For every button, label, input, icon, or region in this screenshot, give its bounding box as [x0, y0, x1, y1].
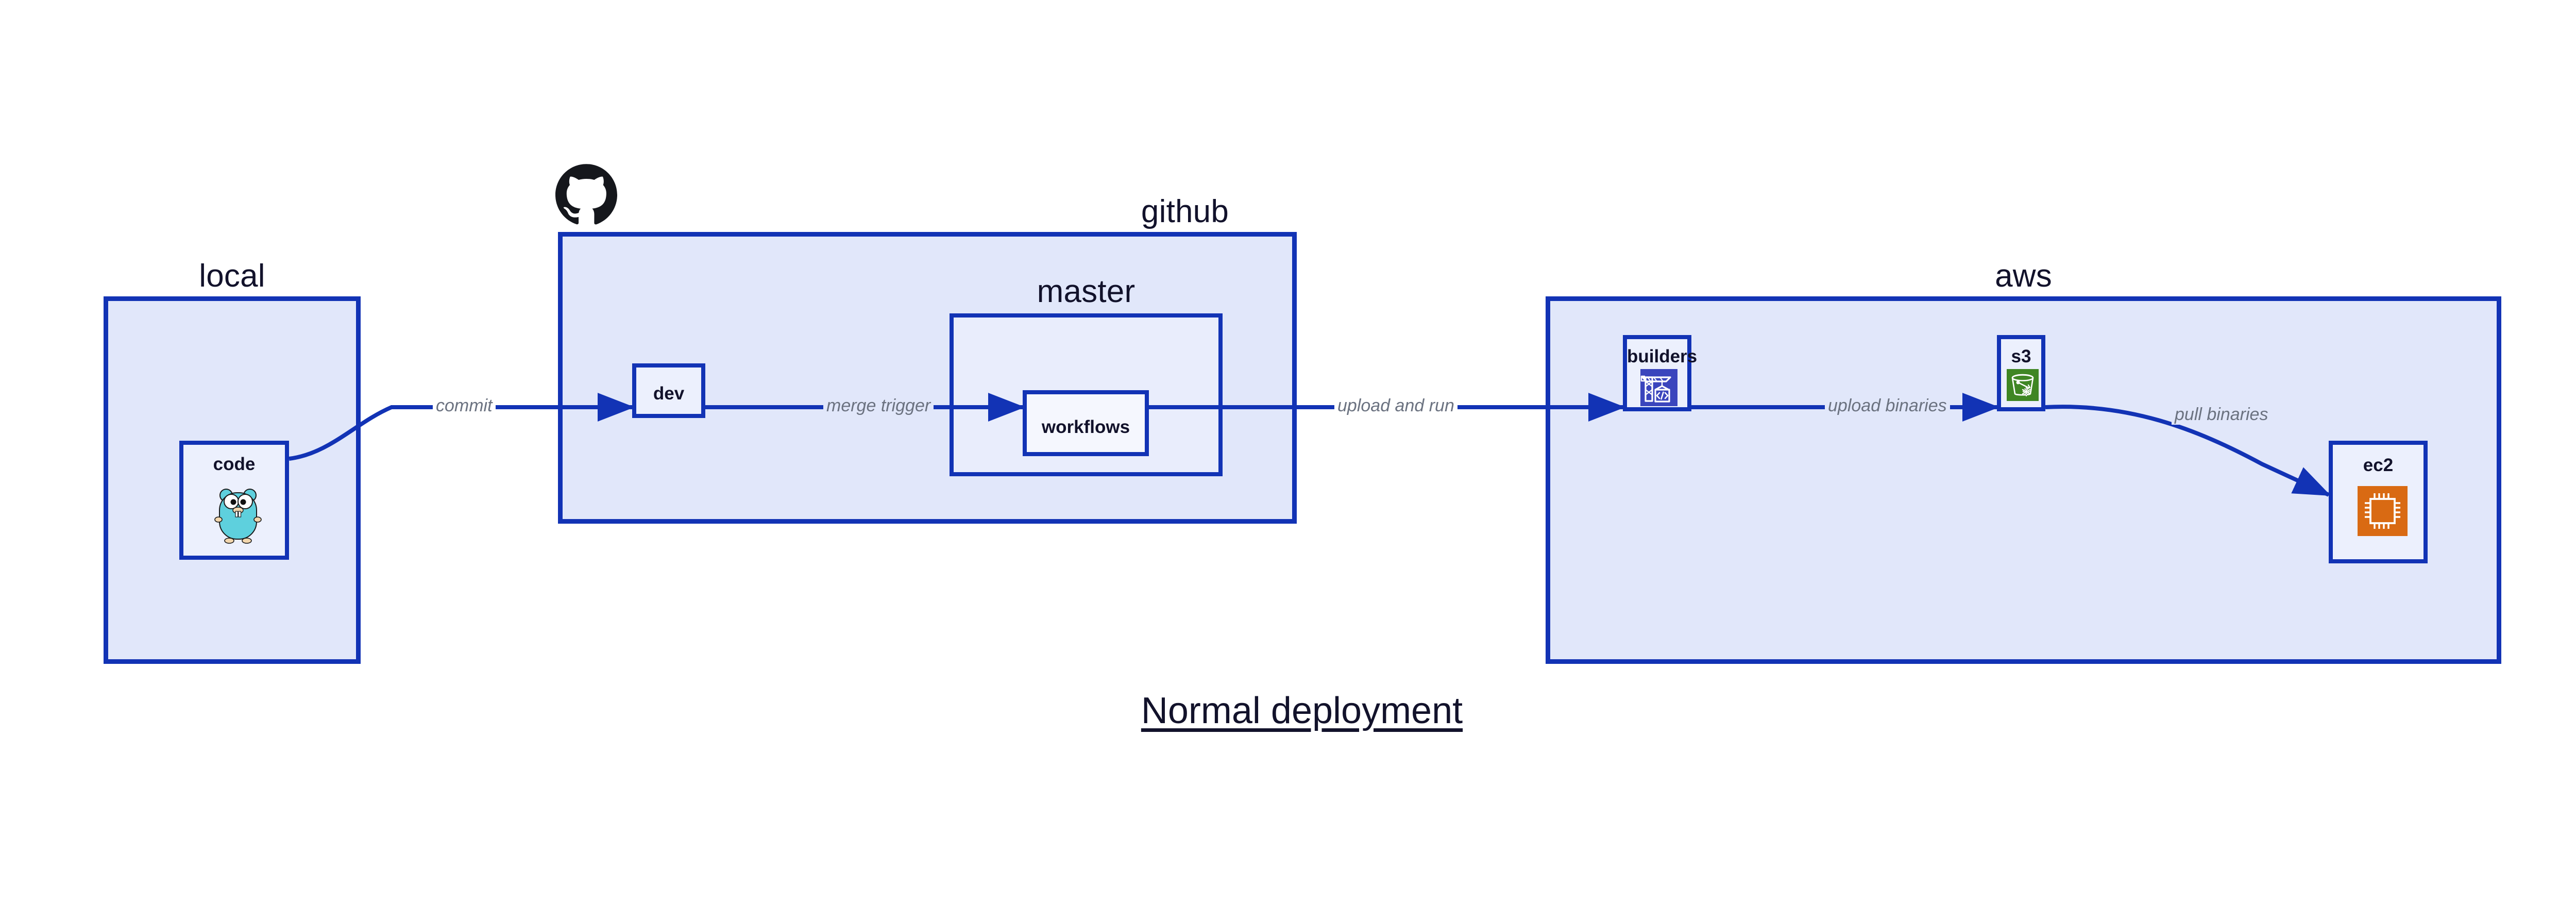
edge-label-upload-binaries: upload binaries — [1825, 396, 1950, 416]
edge-label-commit: commit — [433, 396, 496, 416]
zone-title-aws: aws — [1995, 258, 2052, 294]
node-label-dev: dev — [653, 383, 685, 404]
edge-label-merge-trigger: merge trigger — [823, 396, 934, 416]
node-label-ec2: ec2 — [2363, 455, 2394, 475]
zone-title-github: github — [1141, 194, 1229, 229]
aws-builders-crane-icon — [1640, 369, 1677, 406]
node-workflows[interactable]: workflows — [1023, 390, 1149, 456]
node-s3[interactable]: s3 — [1997, 335, 2045, 411]
aws-ec2-chip-icon — [2358, 486, 2408, 536]
zone-title-master: master — [1037, 274, 1136, 309]
node-builders[interactable]: builders — [1623, 335, 1698, 411]
go-gopher-icon — [212, 483, 264, 545]
edge-label-upload-and-run: upload and run — [1334, 396, 1458, 416]
edge-label-pull-binaries: pull binaries — [2172, 405, 2272, 425]
node-code[interactable]: code — [179, 441, 289, 560]
node-dev[interactable]: dev — [632, 363, 705, 418]
github-octocat-logo — [555, 164, 617, 225]
aws-s3-bucket-icon — [2007, 369, 2039, 401]
zone-title-local: local — [199, 258, 265, 294]
node-label-workflows: workflows — [1041, 417, 1130, 437]
node-ec2[interactable]: ec2 — [2329, 441, 2428, 563]
node-label-s3: s3 — [2011, 346, 2031, 366]
node-label-builders: builders — [1627, 346, 1698, 366]
node-label-code: code — [213, 454, 256, 474]
diagram-title: Normal deployment — [1141, 690, 1463, 731]
